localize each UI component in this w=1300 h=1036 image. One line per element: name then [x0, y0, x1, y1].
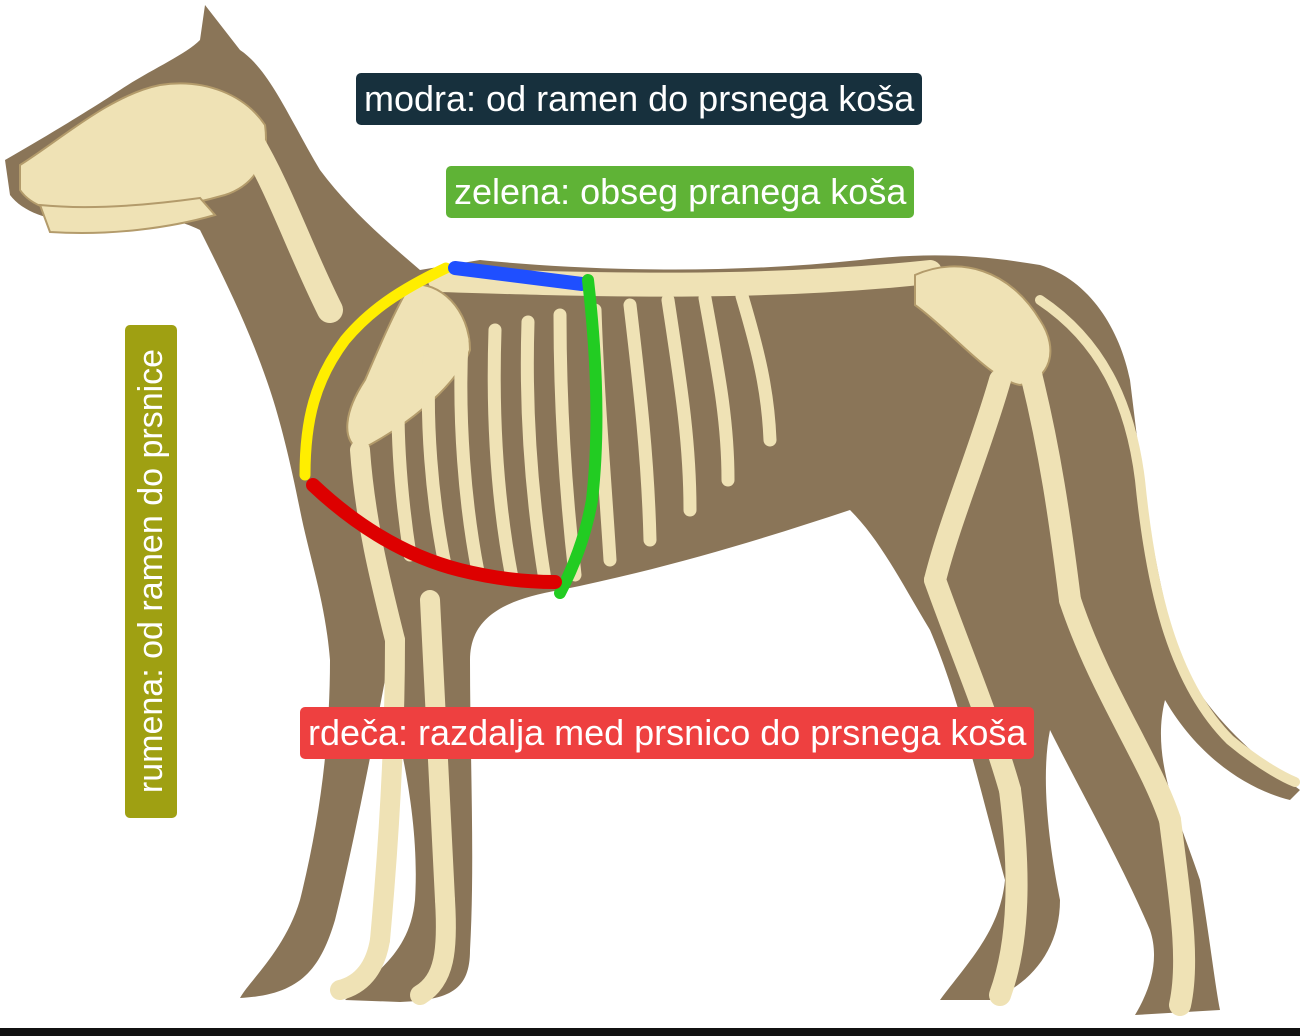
- yellow-legend-text: rumena: od ramen do prsnice: [132, 348, 170, 794]
- jaw-bone: [38, 196, 217, 235]
- yellow-measure-line: [299, 262, 452, 481]
- green-legend-label: zelena: obseg pranega koša: [446, 166, 915, 218]
- cervical-spine: [237, 127, 343, 323]
- yellow-legend-label: rumena: od ramen do prsnice: [125, 325, 177, 818]
- tail-bones: [1035, 295, 1300, 787]
- spine: [428, 260, 942, 297]
- pelvis-bone: [914, 265, 1052, 387]
- green-measure-line: [554, 274, 603, 599]
- red-measure-line: [306, 478, 562, 589]
- blue-measure-line: [448, 261, 589, 291]
- blue-legend-label: modra: od ramen do prsnega koša: [356, 73, 923, 125]
- red-legend-label: rdeča: razdalja med prsnico do prsnega k…: [300, 707, 1035, 759]
- hind-leg-bones: [924, 359, 1196, 1016]
- bottom-edge-bar: [0, 1028, 1300, 1036]
